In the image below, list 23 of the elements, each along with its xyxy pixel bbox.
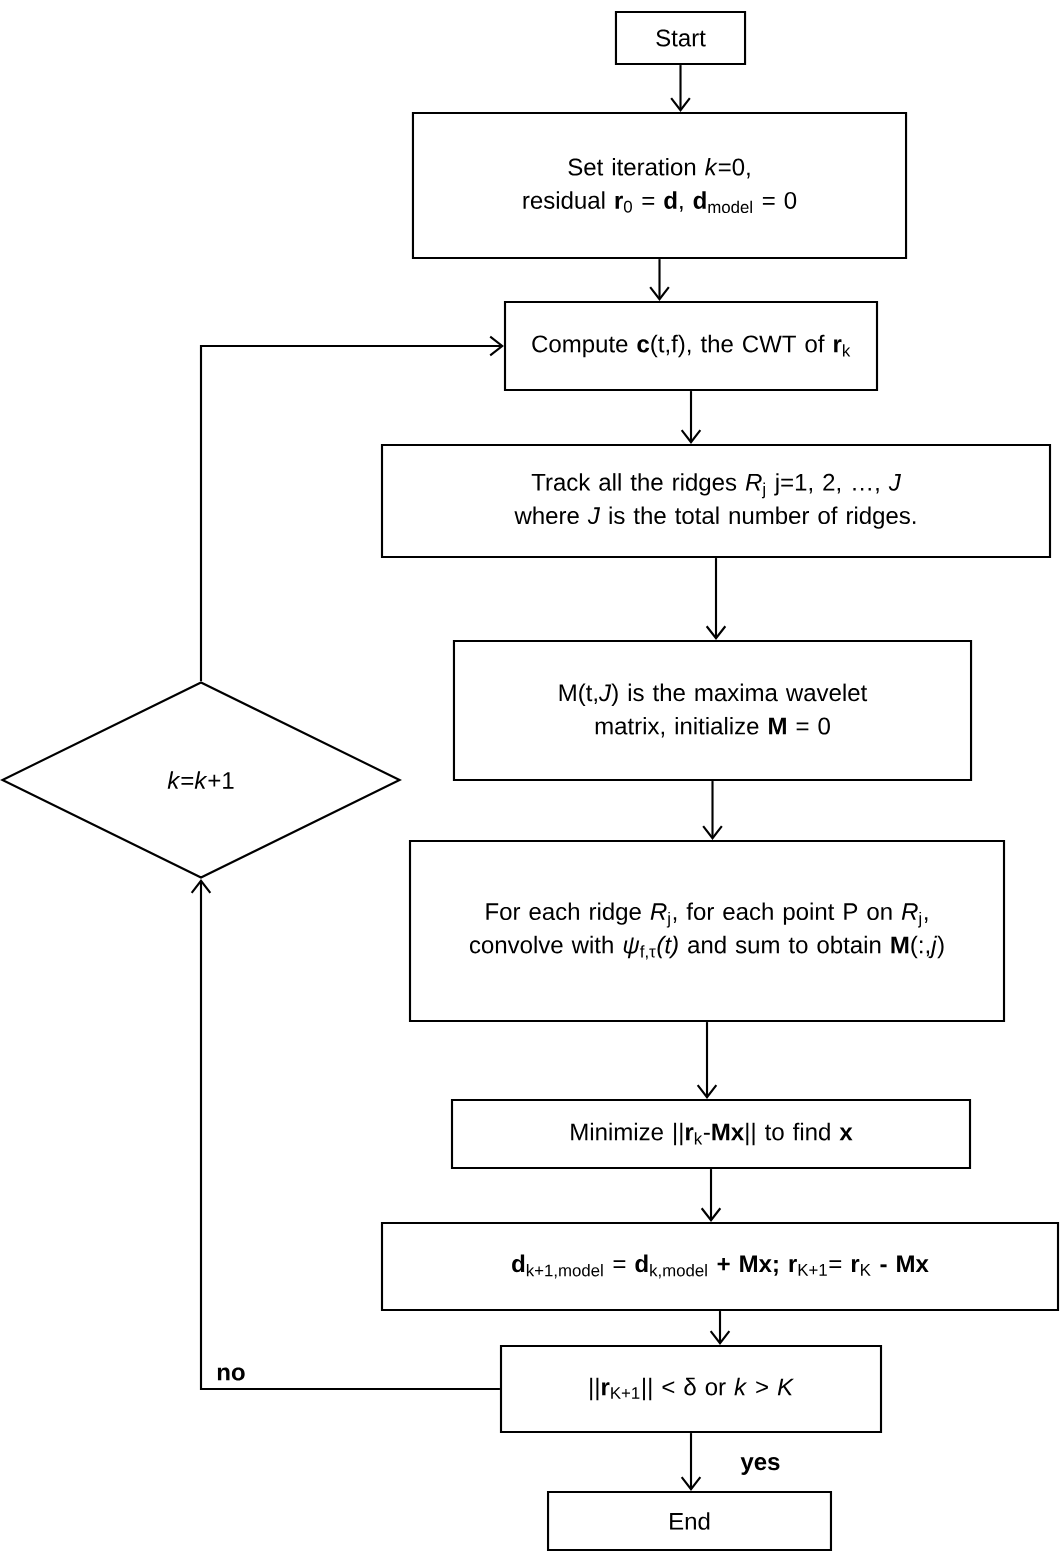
process-box: For each ridge R$_{j}$, for each point P on R$_{j}$, convolve with ψ$_{f,τ}$(t) and sum to obtain M(:,j) bbox=[408, 839, 1006, 1023]
arrow bbox=[199, 335, 504, 681]
arrow bbox=[190, 879, 500, 1391]
start-box: Start bbox=[614, 10, 747, 66]
end-box: End bbox=[546, 1490, 833, 1552]
process-box: Set iteration k=0, residual r$_{0}$ = d, d$_{model}$ = 0 bbox=[411, 111, 908, 260]
edge-label: yes bbox=[740, 1457, 780, 1475]
edge-label: no bbox=[217, 1367, 245, 1381]
arrow bbox=[649, 259, 670, 301]
arrow bbox=[709, 1311, 731, 1345]
arrow bbox=[702, 781, 723, 840]
arrow bbox=[680, 1433, 702, 1491]
process-box: M(t,J) is the maxima wavelet matrix, initialize M = 0 bbox=[452, 639, 973, 782]
arrow bbox=[700, 1169, 722, 1222]
decision-box: ||r$_{K+1}$|| < δ or k > K bbox=[499, 1344, 883, 1434]
arrow bbox=[680, 391, 702, 444]
arrow bbox=[705, 558, 727, 640]
process-box: Track all the ridges R$_{j}$ j=1, 2, …, J where J is the total number of ridges. bbox=[380, 443, 1052, 559]
arrow bbox=[696, 1022, 718, 1099]
process-box: Minimize ||r$_{k}$-Mx|| to find x bbox=[450, 1098, 972, 1170]
process-box: d$_{k+1,model}$ = d$_{k,model}$ + Mx; r$_{K+1}$= r$_{K}$ - Mx bbox=[380, 1222, 1060, 1312]
process-box: Compute c(t,f), the CWT of r$_{k}$ bbox=[503, 300, 879, 392]
arrow bbox=[670, 65, 691, 112]
